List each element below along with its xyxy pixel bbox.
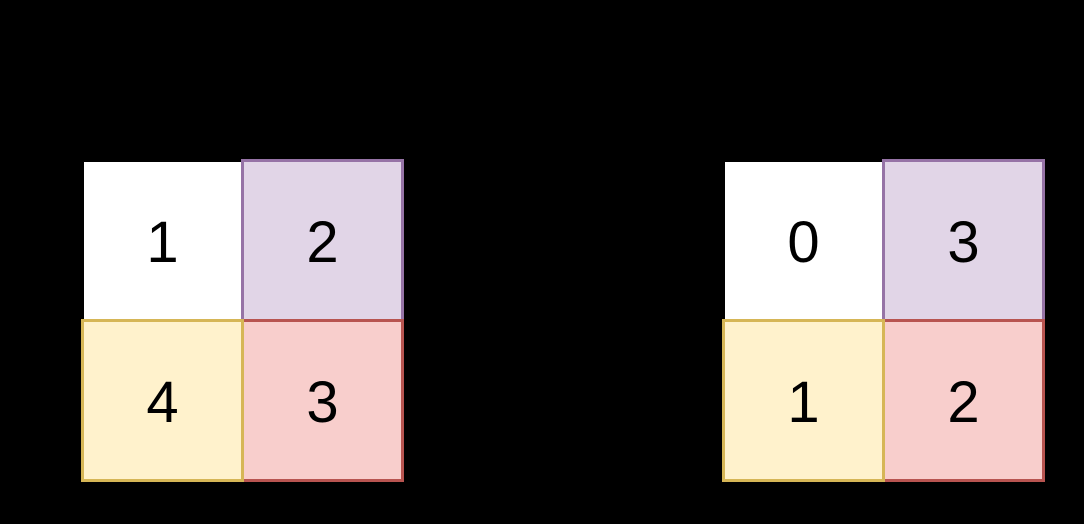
cell-value: 1: [787, 369, 820, 435]
left-grid-cell-top-right: 2: [241, 159, 404, 322]
cell-value: 2: [306, 209, 339, 275]
cell-value: 4: [146, 369, 179, 435]
left-grid: 1 2 3 4: [81, 159, 404, 482]
left-grid-cell-bottom-right: 3: [241, 319, 404, 482]
right-grid-cell-top-right: 3: [882, 159, 1045, 322]
cell-value: 2: [947, 369, 980, 435]
left-grid-cell-bottom-left: 4: [81, 319, 244, 482]
left-grid-cell-top-left: 1: [81, 159, 244, 322]
right-grid-cell-top-left: 0: [722, 159, 885, 322]
right-grid-cell-bottom-left: 1: [722, 319, 885, 482]
cell-value: 0: [787, 209, 820, 275]
right-grid: 0 3 2 1: [722, 159, 1045, 482]
cell-value: 3: [947, 209, 980, 275]
cell-value: 1: [146, 209, 179, 275]
cell-value: 3: [306, 369, 339, 435]
right-grid-cell-bottom-right: 2: [882, 319, 1045, 482]
